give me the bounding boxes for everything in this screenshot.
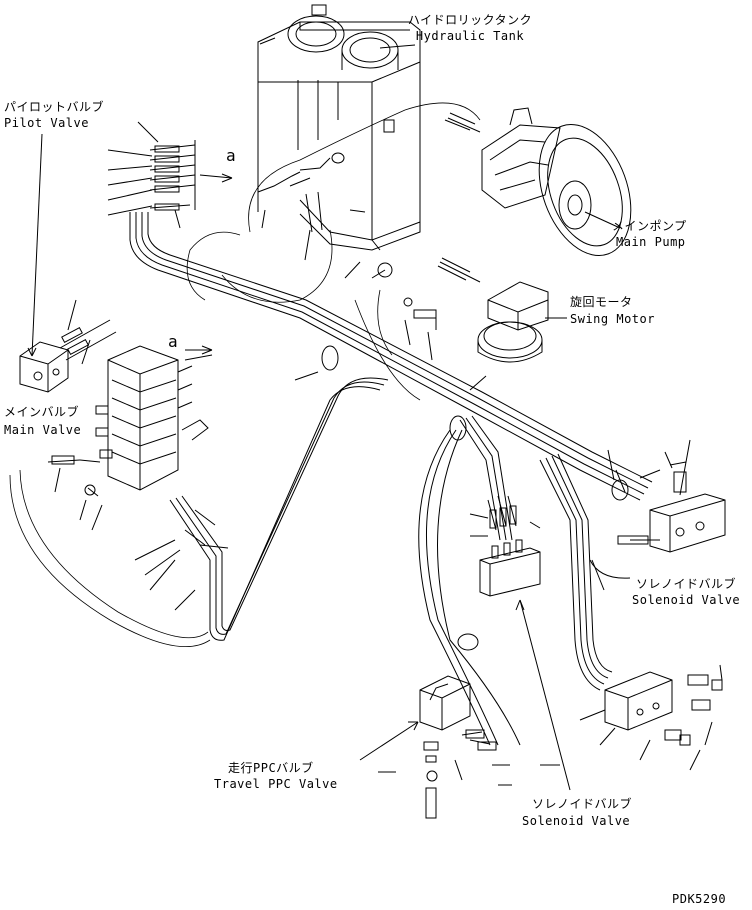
main-valve-drawing: [47, 345, 209, 531]
leader-lines: [27, 44, 673, 791]
solenoid-valve-right-label-en: Solenoid Valve: [632, 593, 741, 607]
main-pump-label-en: Main Pump: [616, 235, 686, 249]
solenoid-valve-right-label-jp: ソレノイドバルブ: [636, 577, 737, 591]
fitting-parts: [371, 262, 437, 330]
solenoid-valve-middle-drawing: [469, 495, 541, 597]
main-pump-drawing: [444, 107, 632, 256]
drawing-code: PDK5290: [672, 892, 727, 906]
swing-motor-label-jp: 旋回モータ: [570, 295, 633, 309]
pilot-valve-drawing: [19, 299, 117, 393]
hydraulic-tank-label-en: Hydraulic Tank: [415, 29, 525, 43]
travel-ppc-valve-label-jp: 走行PPCバルブ: [228, 761, 314, 775]
callout-letter-a-middle: a: [168, 332, 179, 351]
pilot-valve-label-en: Pilot Valve: [4, 116, 89, 130]
solenoid-valve-lower-drawing: [579, 664, 723, 771]
travel-ppc-valve-label-en: Travel PPC Valve: [214, 777, 338, 791]
main-pump-label-jp: メインポンプ: [612, 219, 687, 233]
callout-letter-a-top: a: [226, 146, 237, 165]
main-valve-label-en: Main Valve: [4, 423, 82, 437]
hose-bundle: [9, 102, 653, 746]
solenoid-valve-bottom-label-jp: ソレノイドバルブ: [532, 797, 633, 811]
hydraulic-tank-drawing: [257, 4, 421, 251]
pilot-valve-fittings: [107, 121, 196, 229]
solenoid-valve-right-drawing: [617, 439, 726, 553]
pilot-valve-label-jp: パイロットバルブ: [4, 100, 105, 114]
travel-ppc-valve-drawing: [378, 675, 560, 819]
swing-motor-drawing: [437, 257, 549, 363]
solenoid-valve-bottom-label-en: Solenoid Valve: [522, 814, 631, 828]
swing-motor-label-en: Swing Motor: [570, 312, 655, 326]
main-valve-label-jp: メインバルブ: [4, 405, 80, 419]
hydraulic-tank-label-jp: ハイドロリックタンク: [407, 13, 533, 27]
